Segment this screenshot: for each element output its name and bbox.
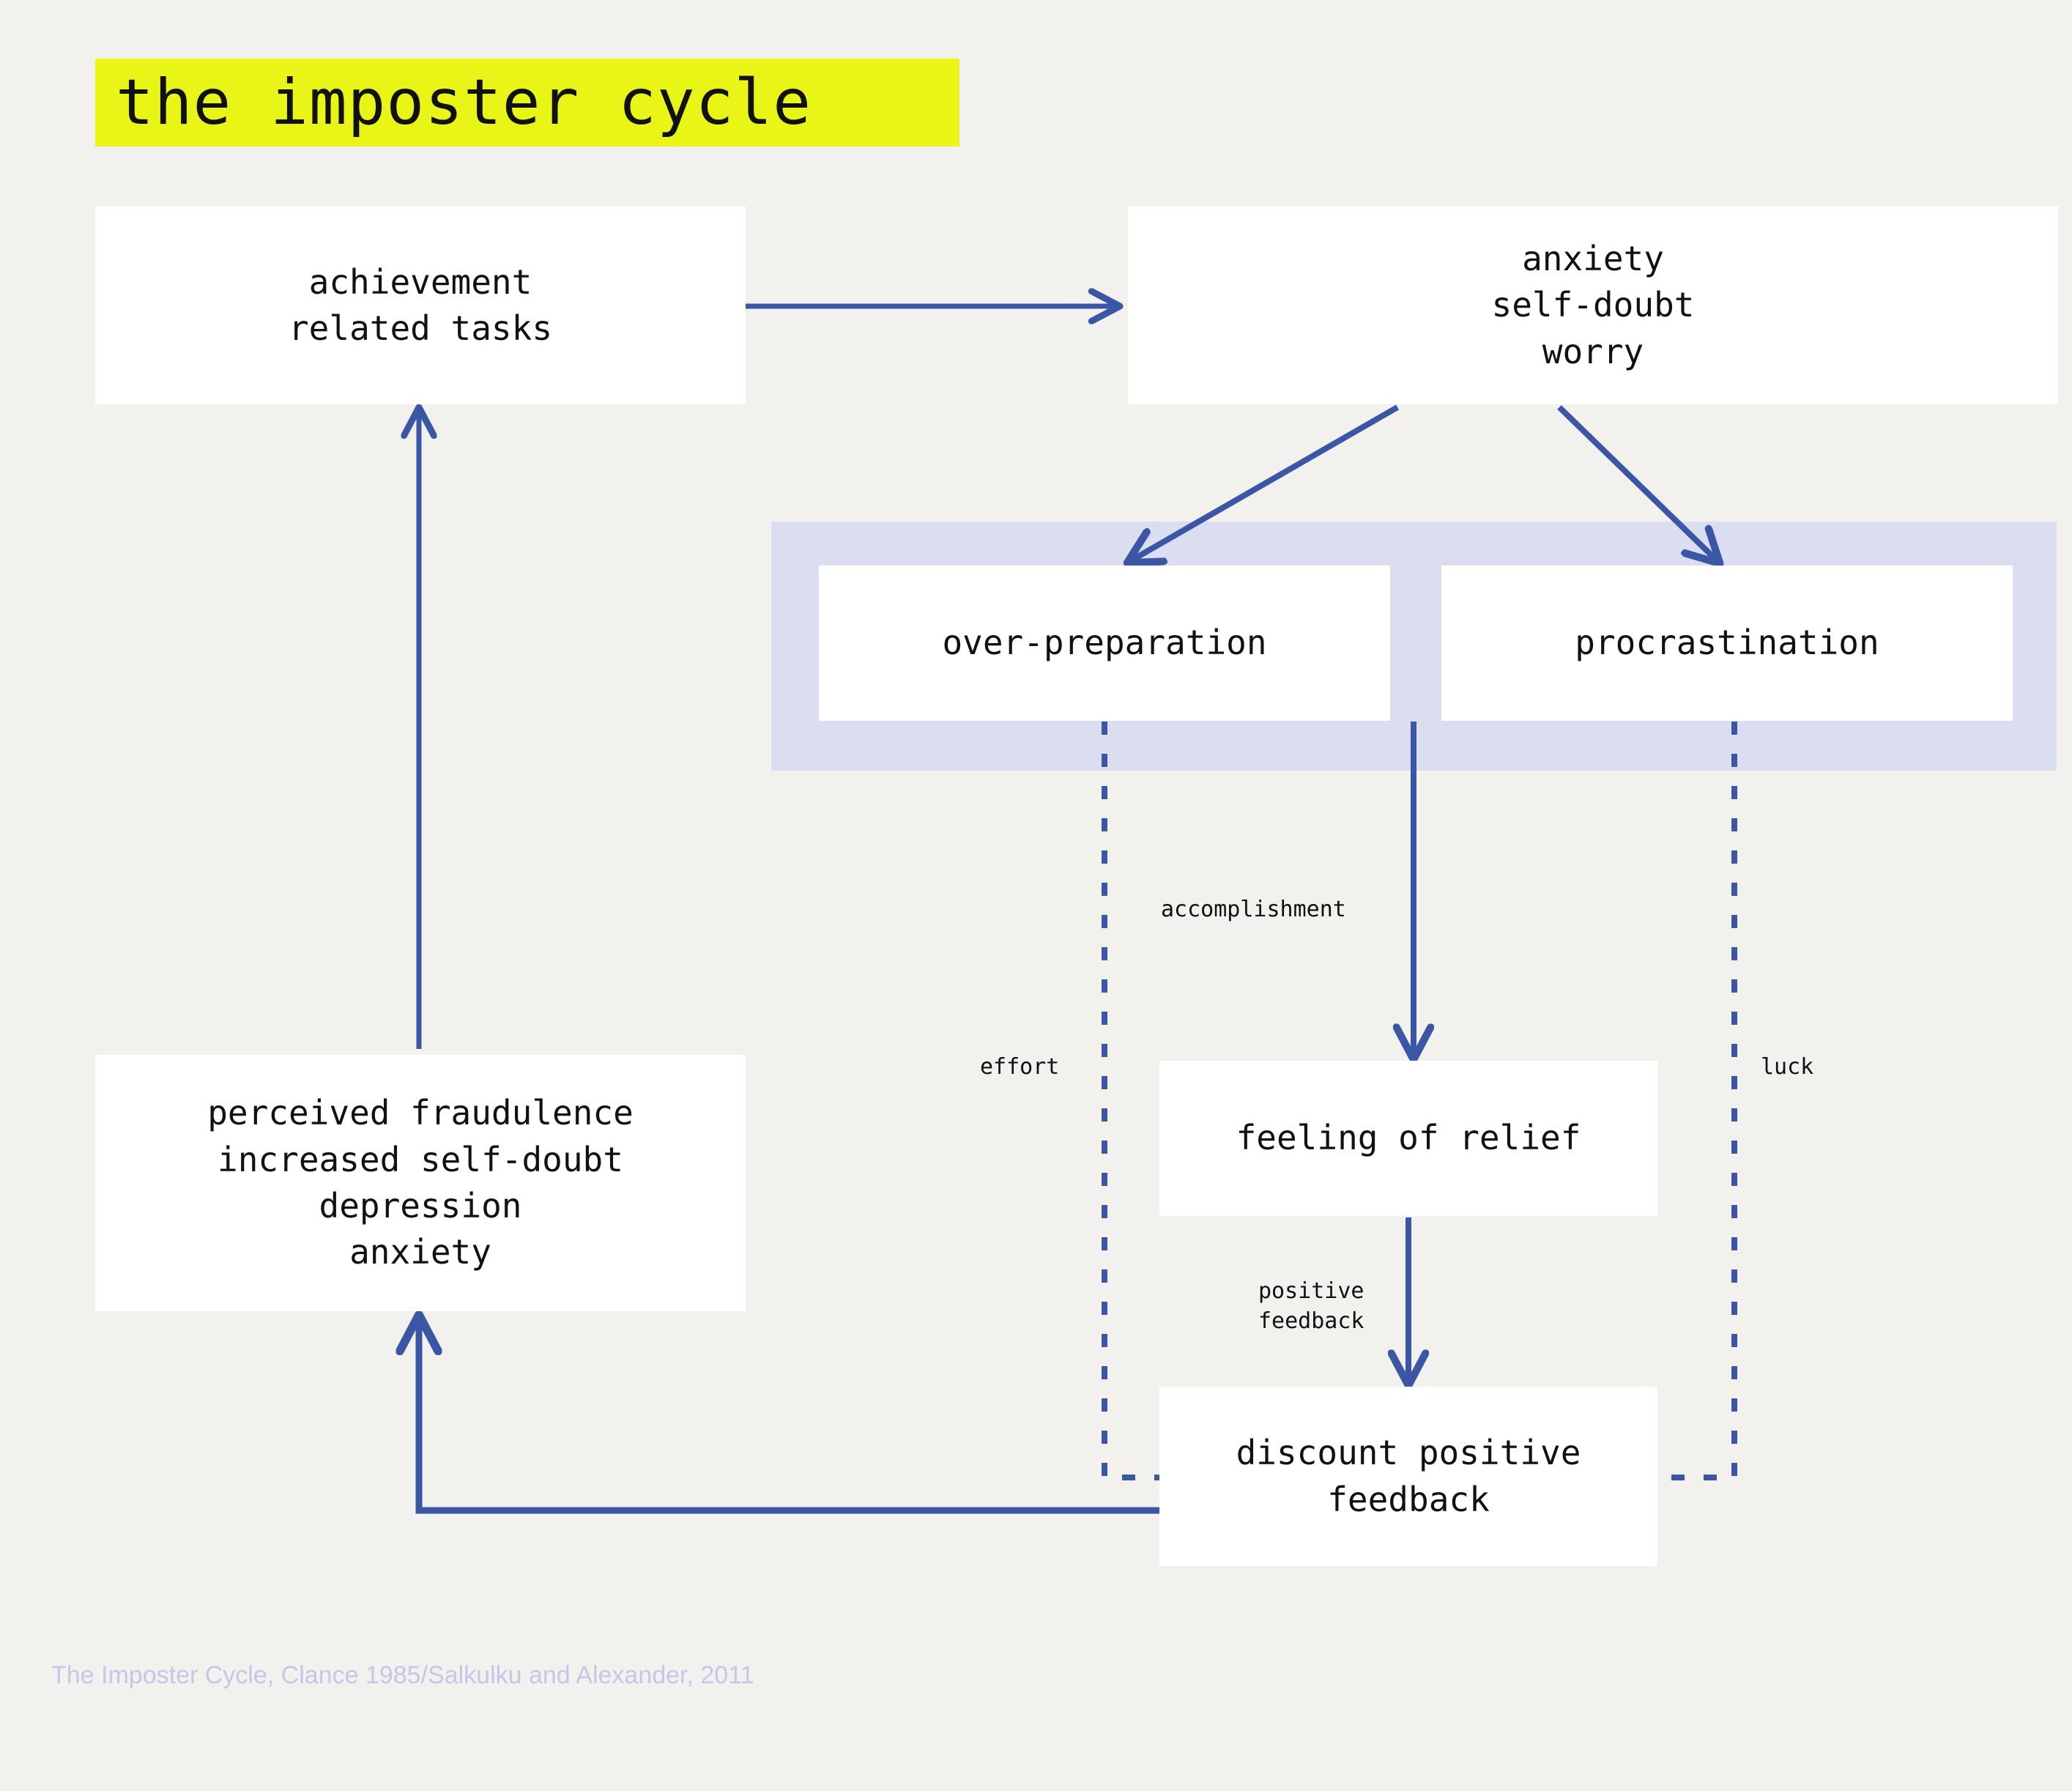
edge-label-luck: luck (1761, 1054, 1814, 1080)
node-line: self-doubt (1491, 285, 1695, 325)
node-line: perceived fraudulence (207, 1093, 634, 1133)
node-feeling-of-relief[interactable]: feeling of relief (1159, 1061, 1657, 1216)
edge-overpreparation-effort-dashed (1102, 722, 1159, 1480)
edge-label-line: feedback (1258, 1308, 1364, 1334)
node-discount-positive-feedback[interactable]: discount positive feedback (1159, 1387, 1657, 1566)
edge-anxiety-to-overpreparation (1130, 404, 1399, 561)
source-citation: The Imposter Cycle, Clance 1985/Salkulku… (51, 1661, 754, 1689)
edge-label-line: positive (1258, 1278, 1364, 1304)
node-line: anxiety (1522, 238, 1664, 278)
node-line: discount positive (1236, 1433, 1581, 1473)
edge-label-positive-feedback: positive feedback (1258, 1277, 1364, 1336)
node-line: anxiety (349, 1232, 491, 1272)
page-title: the imposter cycle (116, 66, 812, 139)
node-line: procrastination (1575, 623, 1879, 663)
node-procrastination[interactable]: procrastination (1441, 566, 2013, 721)
node-anxiety-self-doubt-worry[interactable]: anxiety self-doubt worry (1128, 207, 2058, 404)
node-line: feedback (1327, 1479, 1490, 1519)
edge-procrastination-luck-dashed (1657, 722, 1737, 1480)
node-line: feeling of relief (1236, 1118, 1581, 1158)
edge-label-effort: effort (980, 1054, 1060, 1080)
title-highlight (95, 59, 959, 147)
edge-anxiety-to-procrastination (1557, 405, 1718, 561)
node-line: related tasks (288, 308, 553, 348)
node-line: depression (319, 1186, 522, 1225)
edge-label-accomplishment: accomplishment (1161, 897, 1346, 922)
node-perceived-fraudulence[interactable]: perceived fraudulence increased self-dou… (95, 1055, 746, 1311)
edge-discount-to-fraudulence (419, 1319, 1159, 1514)
node-over-preparation[interactable]: over-preparation (819, 566, 1390, 721)
node-line: achievement (308, 262, 532, 302)
node-line: over-preparation (942, 623, 1267, 663)
node-achievement-related-tasks[interactable]: achievement related tasks (95, 207, 746, 404)
node-line: worry (1542, 331, 1644, 371)
node-line: increased self-doubt (218, 1139, 623, 1179)
